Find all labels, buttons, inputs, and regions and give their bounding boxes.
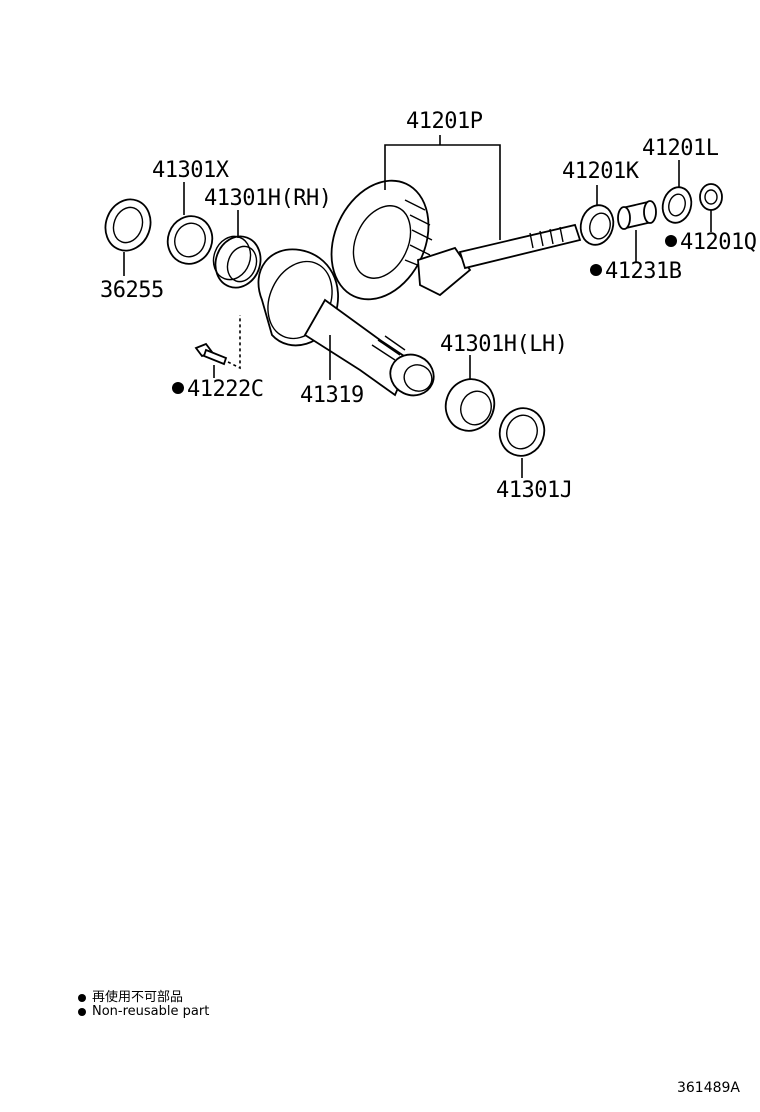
part-41201Q-nut: [699, 183, 723, 211]
non-reusable-dot-icon: [172, 382, 184, 394]
leader-lines: [123, 135, 712, 478]
illustration-code: 361489A: [676, 1080, 740, 1096]
part-36255-oil-seal: [104, 198, 152, 252]
label-41301X: 41301X: [152, 158, 230, 183]
part-41301H-RH-bearing: [212, 235, 262, 289]
label-41201Q: 41201Q: [680, 230, 756, 255]
label-36255: 36255: [100, 278, 164, 303]
label-41231B-group: 41231B: [590, 259, 682, 284]
non-reusable-dot-icon: [78, 1007, 86, 1016]
part-41201K-bearing: [579, 204, 615, 246]
part-41319-differential-case: [257, 248, 435, 397]
legend-text-jp: 再使用不可部品: [92, 990, 184, 1005]
label-41301H-LH: 41301H(LH): [440, 332, 567, 357]
label-41319: 41319: [300, 383, 364, 408]
label-41231B: 41231B: [605, 259, 682, 284]
label-41301H-RH: 41301H(RH): [204, 186, 331, 211]
label-41201P: 41201P: [406, 109, 483, 134]
label-41222C: 41222C: [187, 377, 263, 402]
part-41201L-seal: [661, 186, 693, 224]
label-41201K: 41201K: [562, 159, 640, 184]
part-41301H-LH-bearing: [444, 378, 496, 432]
label-41201L: 41201L: [642, 136, 719, 161]
legend-text-en: Non-reusable part: [92, 1004, 210, 1019]
part-41301J-shim: [498, 407, 546, 457]
non-reusable-dot-icon: [590, 264, 602, 276]
non-reusable-dot-icon: [78, 993, 86, 1002]
part-41222C-bolt: [194, 315, 241, 370]
part-41201P-ring-gear-pinion: [330, 179, 582, 301]
part-41231B-spacer: [617, 200, 657, 230]
label-41201Q-group: 41201Q: [665, 230, 757, 255]
part-41301X-shim: [166, 215, 214, 265]
non-reusable-dot-icon: [665, 235, 677, 247]
label-41222C-group: 41222C: [172, 377, 264, 402]
legend-row-jp: 再使用不可部品: [78, 986, 183, 1005]
label-41301J: 41301J: [496, 478, 572, 503]
legend-row-en: Non-reusable part: [78, 1004, 209, 1019]
